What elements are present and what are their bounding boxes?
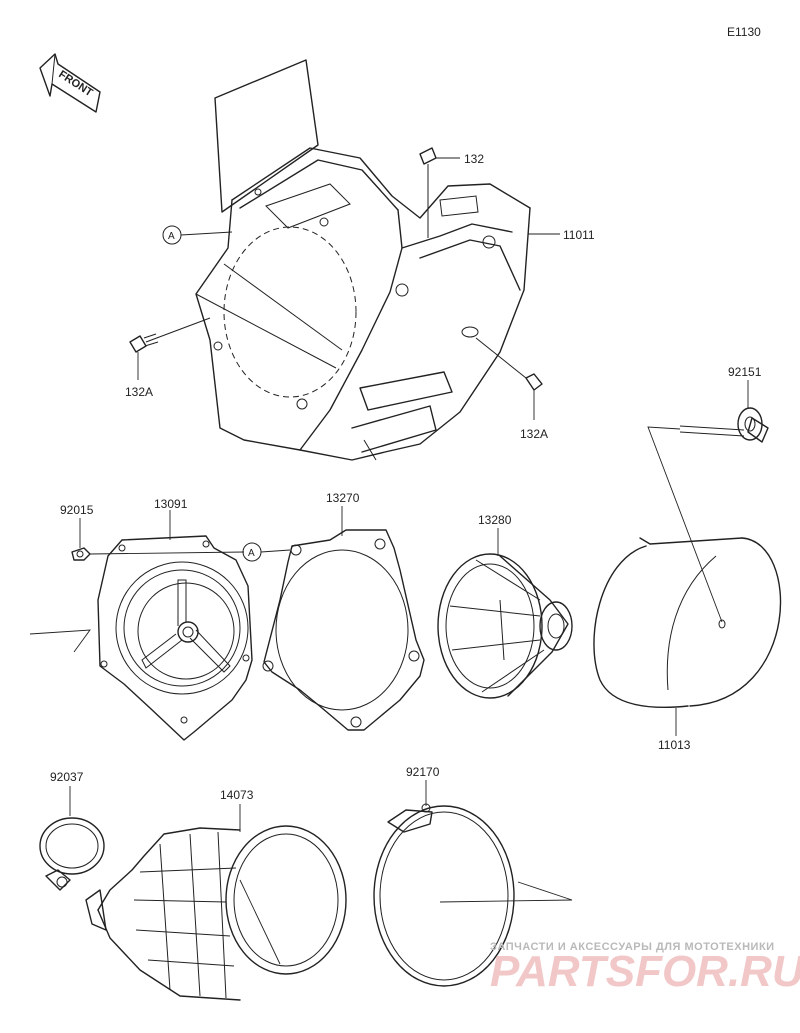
label-92037: 92037 (50, 770, 84, 784)
label-92151: 92151 (728, 365, 762, 379)
ref-marker-a-mid-label: A (248, 548, 255, 559)
label-11011: 11011 (563, 228, 595, 242)
label-14073: 14073 (220, 788, 254, 802)
label-13280: 13280 (478, 513, 512, 527)
air-cleaner-housing (195, 59, 531, 461)
label-92170: 92170 (406, 765, 440, 779)
intake-boot-14073 (85, 825, 347, 1001)
clamp-92037 (39, 817, 105, 891)
filter-element-11013 (593, 537, 782, 709)
label-132a-right: 132A (520, 427, 548, 441)
label-92015: 92015 (60, 503, 94, 517)
band-92170 (373, 803, 515, 987)
filter-cage-13280 (437, 553, 573, 699)
label-13091: 13091 (154, 497, 188, 511)
bolt-132a-left-icon (129, 317, 211, 353)
label-132a-left: 132A (125, 385, 153, 399)
front-label: FRONT (56, 68, 95, 99)
filter-holder-13091 (97, 535, 253, 741)
gasket-13270 (262, 529, 425, 731)
watermark-logo: PARTSFOR.RU (490, 947, 800, 996)
nut-92015-icon (71, 547, 91, 561)
diagram-code: E1130 (727, 25, 761, 39)
label-11013: 11013 (658, 738, 691, 752)
wing-bolt-92151-icon (679, 407, 769, 443)
label-132: 132 (464, 152, 484, 166)
front-arrow-icon: FRONT (39, 53, 101, 113)
bolt-132a-right-icon (475, 337, 543, 391)
bolt-132-icon (419, 147, 437, 238)
label-13270: 13270 (326, 491, 360, 505)
ref-marker-a-top-label: A (168, 231, 175, 242)
watermark-tagline: ЗАПЧАСТИ И АКСЕССУАРЫ ДЛЯ МОТОТЕХНИКИ (490, 941, 775, 953)
